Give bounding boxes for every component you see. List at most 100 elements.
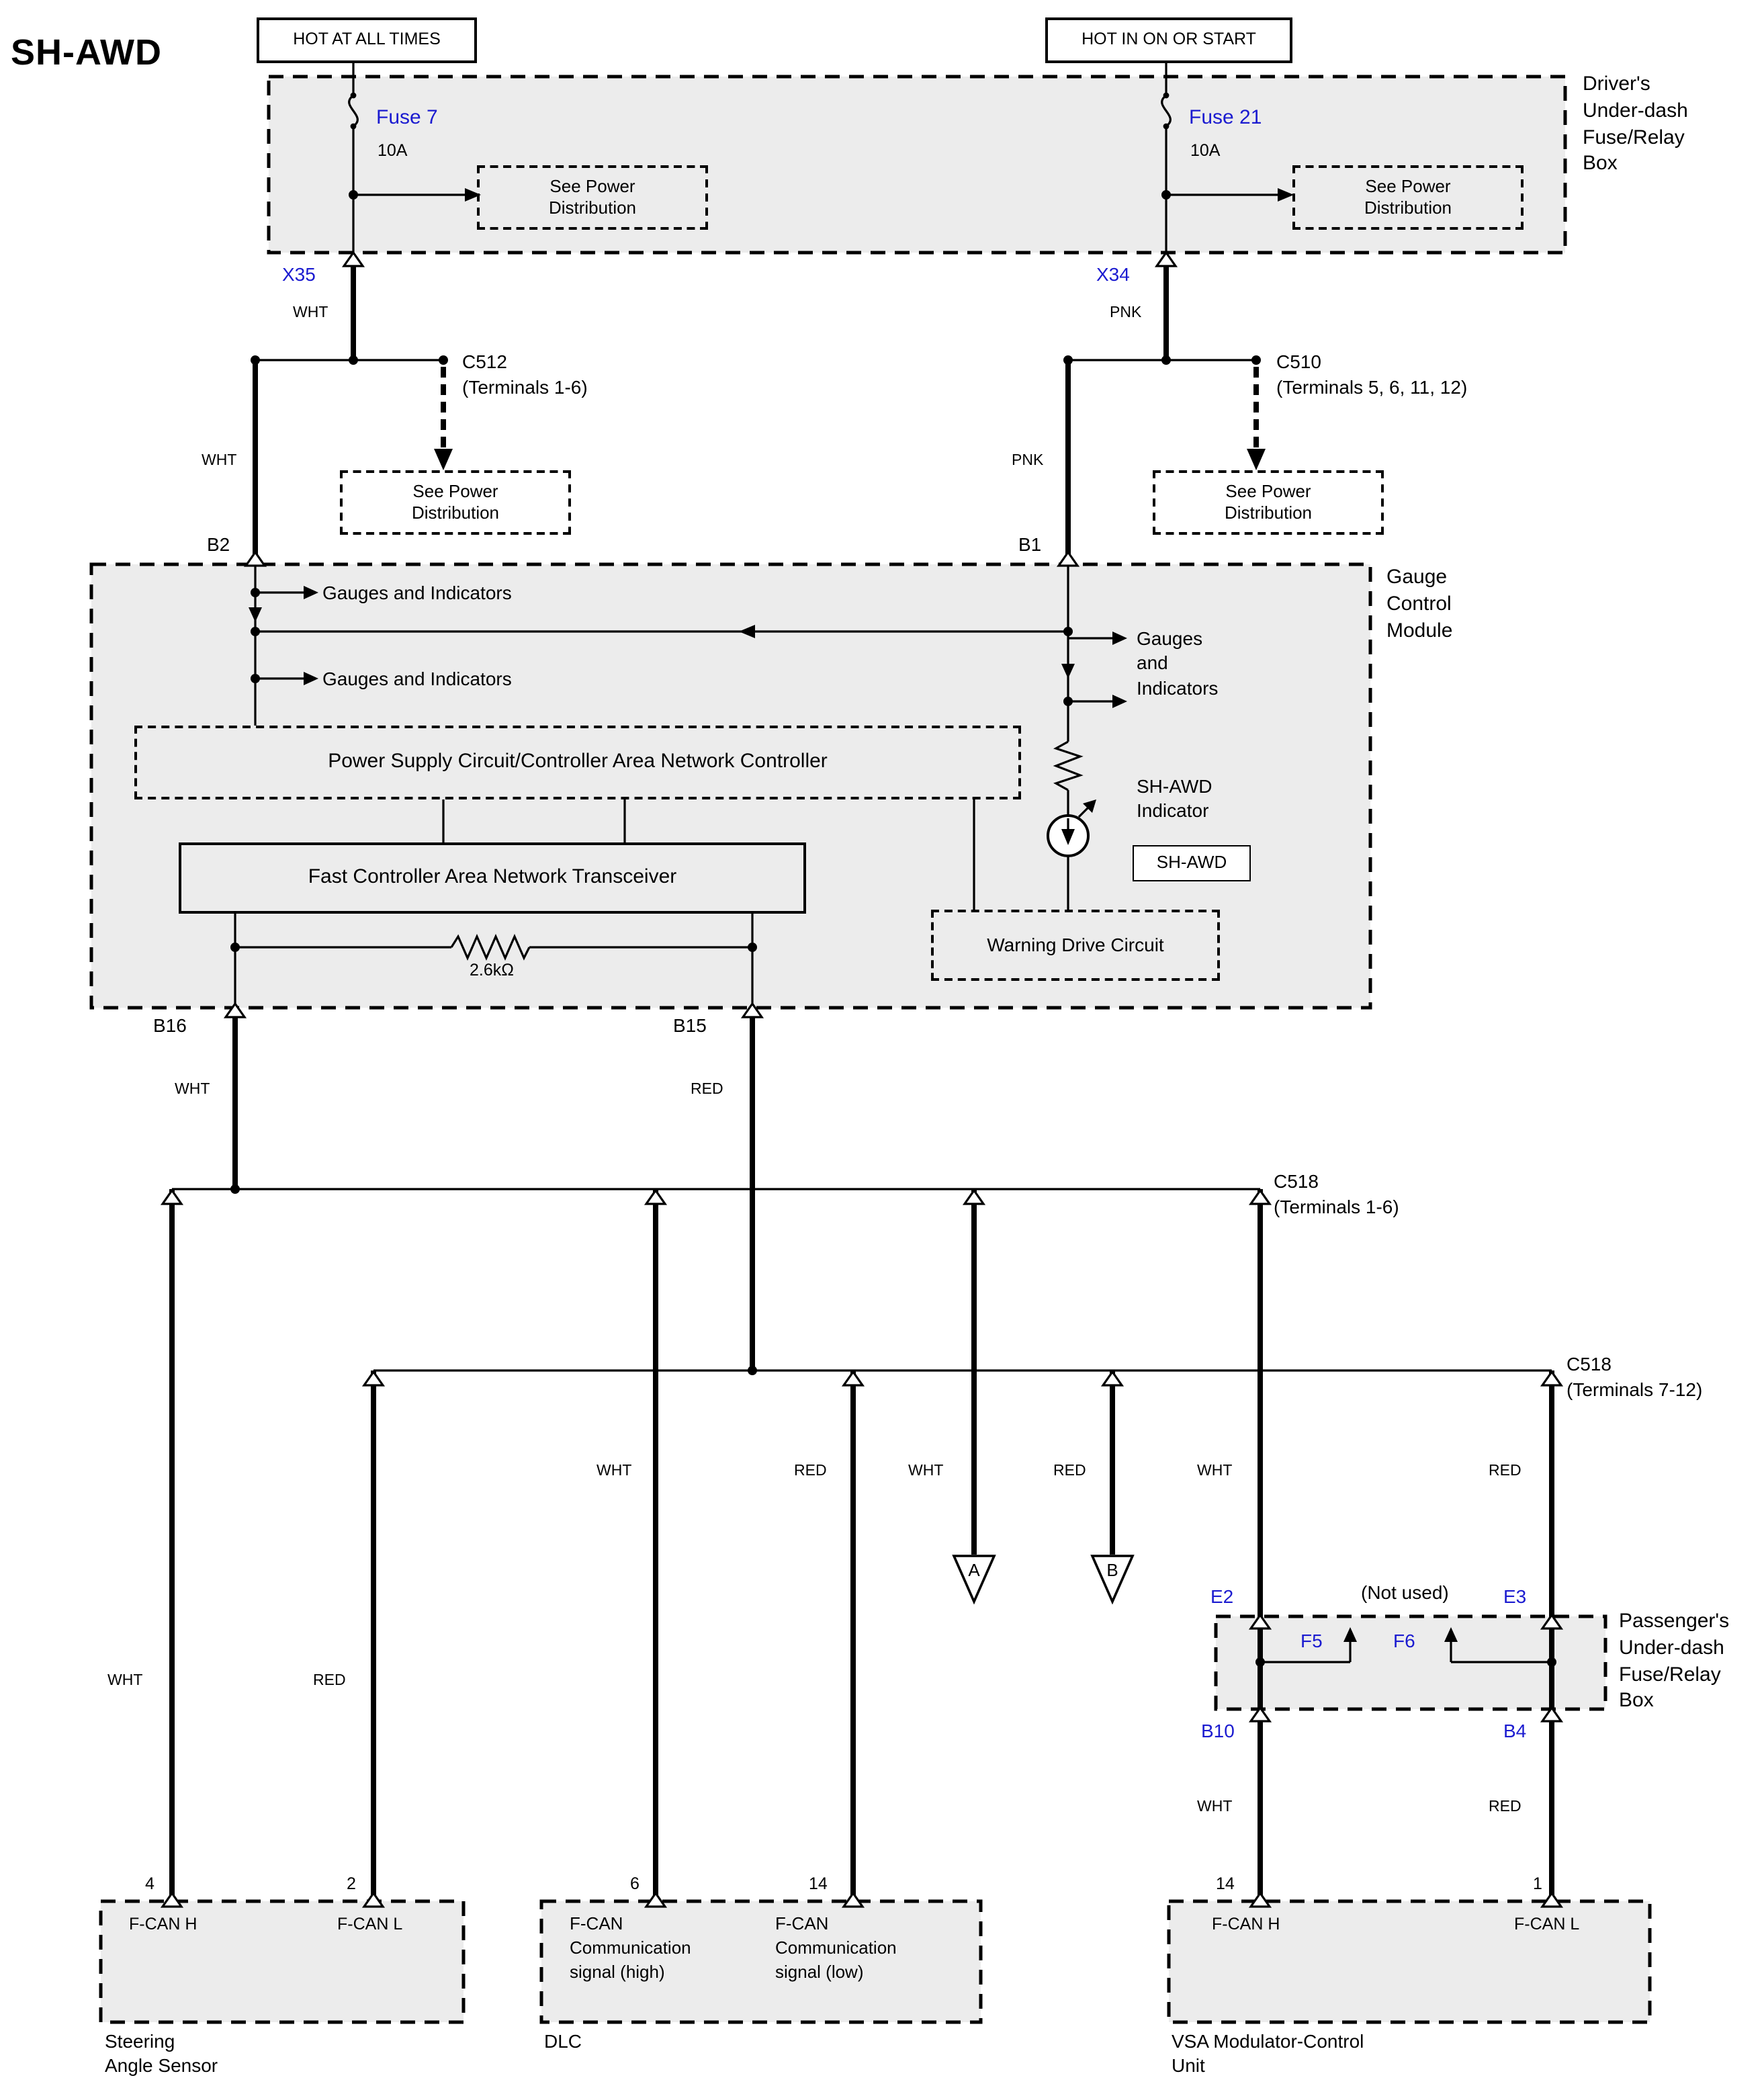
- driver-label-line4: Box: [1583, 152, 1618, 175]
- driver-fuse-box-label: Driver's Under-dash Fuse/Relay Box: [1583, 71, 1688, 177]
- shawd-badge: SH-AWD: [1133, 845, 1251, 881]
- gauges-indicators-label-2: Gauges and Indicators: [322, 668, 512, 689]
- fuse7-label: Fuse 7: [376, 106, 438, 129]
- steering-fcan-l-label: F-CAN L: [337, 1915, 403, 1933]
- fuse7-symbol: [348, 94, 359, 128]
- shawd-indicator-line2: Indicator: [1137, 799, 1209, 822]
- gauges-right-line3: Indicators: [1137, 677, 1219, 699]
- thick-wires: [169, 262, 1554, 1899]
- dlc-outline: [539, 1899, 983, 2024]
- wire-color-wht-steering: WHT: [107, 1673, 143, 1689]
- steering-label-line2: Angle Sensor: [105, 2054, 218, 2077]
- connector-c512: C512: [462, 351, 507, 372]
- driver-fuse-box-outline: [267, 75, 1567, 255]
- dlc-fcan-low-label: F-CAN Communication signal (low): [775, 1912, 897, 1985]
- gauges-indicators-label-3: Gauges and Indicators: [1137, 626, 1218, 701]
- connector-c518b: C518: [1567, 1353, 1612, 1375]
- resistor-value-label: 2.6kΩ: [470, 961, 514, 980]
- triangle-connector-b-symbol: [1090, 1555, 1135, 1605]
- dlc-low-line2: Communication: [775, 1938, 897, 1958]
- hot-in-on-or-start-box: HOT IN ON OR START: [1045, 17, 1292, 63]
- fcan-transceiver-box: Fast Controller Area Network Transceiver: [179, 842, 806, 914]
- driver-label-line2: Under-dash: [1583, 99, 1688, 122]
- shawd-indicator-line1: SH-AWD: [1137, 775, 1212, 797]
- pin-dlc-6: 6: [630, 1874, 640, 1893]
- see-power-line1: See Power: [549, 175, 635, 196]
- terminal-b2: B2: [207, 533, 230, 555]
- connector-c518a-terminals: (Terminals 1-6): [1274, 1196, 1399, 1217]
- see-power-line1: See Power: [1365, 175, 1451, 196]
- diagram-title: SH-AWD: [11, 32, 162, 73]
- driver-label-line1: Driver's: [1583, 73, 1650, 95]
- wire-color-red-b4: RED: [1489, 1799, 1522, 1815]
- gauges-right-line2: and: [1137, 652, 1168, 674]
- steering-fcan-h-label: F-CAN H: [129, 1915, 197, 1933]
- terminal-b15: B15: [673, 1014, 707, 1036]
- see-power-distribution-box-3: See Power Distribution: [340, 470, 571, 535]
- fuse21-label: Fuse 21: [1189, 106, 1262, 129]
- fuse-f6-label: F6: [1393, 1630, 1415, 1651]
- dlc-high-line3: signal (high): [570, 1962, 665, 1983]
- see-power-line2: Distribution: [411, 503, 500, 523]
- dlc-fcan-high-label: F-CAN Communication signal (high): [570, 1912, 691, 1985]
- wire-color-wht-e2: WHT: [1197, 1463, 1233, 1479]
- dashed-arrows: [441, 367, 1259, 449]
- connector-c518a: C518: [1274, 1170, 1319, 1192]
- dlc-label: DLC: [544, 2030, 582, 2052]
- vsa-label-line1: VSA Modulator-Control: [1172, 2030, 1364, 2052]
- see-power-line2: Distribution: [1364, 198, 1452, 218]
- terminal-b4: B4: [1503, 1720, 1527, 1741]
- pin-steering-4: 4: [145, 1874, 155, 1893]
- terminal-x35: X35: [282, 263, 316, 285]
- hot-at-all-times-box: HOT AT ALL TIMES: [257, 17, 477, 63]
- dlc-high-line1: F-CAN: [570, 1913, 623, 1933]
- indicator-resistor-symbol: [1053, 740, 1084, 791]
- connector-c512-terminals: (Terminals 1-6): [462, 376, 588, 398]
- resistor-symbol: [450, 934, 531, 961]
- terminal-x34: X34: [1096, 263, 1130, 285]
- wire-color-wht-b16: WHT: [175, 1082, 210, 1098]
- steering-angle-sensor-label: Steering Angle Sensor: [105, 2029, 218, 2079]
- gauge-control-module-outline: [89, 562, 1372, 1010]
- fuse7-rating: 10A: [378, 141, 408, 160]
- component-box-outlines: [89, 75, 1652, 2024]
- triangle-connector-a-label: A: [968, 1560, 980, 1580]
- wire-color-red-dlc: RED: [794, 1463, 827, 1479]
- passenger-fuse-box-label: Passenger's Under-dash Fuse/Relay Box: [1619, 1608, 1729, 1714]
- pin-vsa-1: 1: [1533, 1874, 1542, 1893]
- wire-color-red-e3: RED: [1489, 1463, 1522, 1479]
- passenger-label-line4: Box: [1619, 1689, 1654, 1712]
- warning-drive-circuit-box: Warning Drive Circuit: [931, 910, 1220, 981]
- led-flash-arrowhead: [1083, 799, 1096, 813]
- vsa-fcan-l-label: F-CAN L: [1514, 1915, 1580, 1933]
- terminal-e3: E3: [1503, 1585, 1527, 1607]
- driver-label-line3: Fuse/Relay: [1583, 126, 1685, 149]
- vsa-unit-outline: [1167, 1899, 1652, 2024]
- wire-color-wht-a: WHT: [908, 1463, 944, 1479]
- connector-c518b-terminals: (Terminals 7-12): [1567, 1379, 1703, 1400]
- pin-dlc-14: 14: [809, 1874, 828, 1893]
- see-power-distribution-box-2: See Power Distribution: [1292, 165, 1524, 230]
- passenger-label-line2: Under-dash: [1619, 1636, 1724, 1659]
- gauges-indicators-label-1: Gauges and Indicators: [322, 582, 512, 603]
- steering-label-line1: Steering: [105, 2030, 175, 2052]
- connector-c510: C510: [1276, 351, 1321, 372]
- wire-color-wht-b10: WHT: [1197, 1799, 1233, 1815]
- vsa-fcan-h-label: F-CAN H: [1212, 1915, 1280, 1933]
- triangle-connector-b-label: B: [1106, 1560, 1118, 1580]
- vsa-label-line2: Unit: [1172, 2054, 1205, 2077]
- terminal-b16: B16: [153, 1014, 187, 1036]
- dlc-low-line3: signal (low): [775, 1962, 864, 1983]
- shawd-indicator-label: SH-AWD Indicator: [1137, 774, 1212, 824]
- wire-color-red-b15: RED: [691, 1082, 723, 1098]
- passenger-label-line3: Fuse/Relay: [1619, 1663, 1721, 1686]
- gauge-label-line3: Module: [1386, 619, 1453, 642]
- power-supply-circuit-box: Power Supply Circuit/Controller Area Net…: [134, 726, 1021, 799]
- terminal-e2: E2: [1210, 1585, 1234, 1607]
- vsa-unit-label: VSA Modulator-Control Unit: [1172, 2029, 1364, 2079]
- dlc-low-line1: F-CAN: [775, 1913, 829, 1933]
- gauge-label-line1: Gauge: [1386, 566, 1448, 589]
